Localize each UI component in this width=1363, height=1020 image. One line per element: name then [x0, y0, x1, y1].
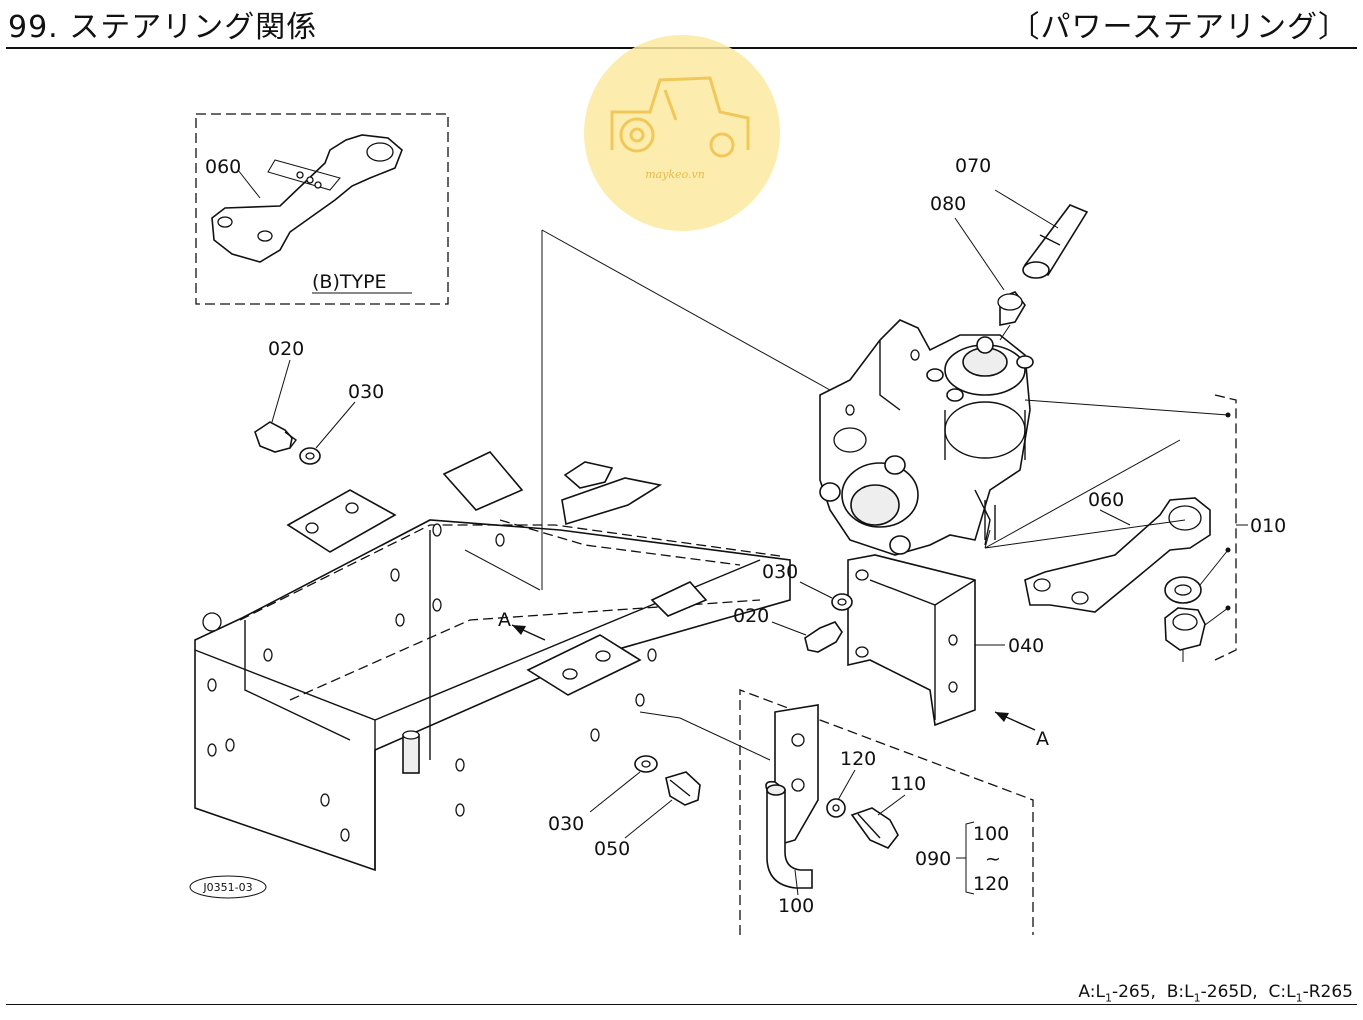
part-090-hook-assembly: 120 110 100 090 100 ~ 120	[739, 689, 1034, 935]
tractor-frame	[194, 451, 791, 872]
callout-050: 050	[594, 838, 630, 860]
page-subtitle: 〔パワーステアリング〕	[1009, 10, 1349, 45]
callout-060: 060	[1088, 489, 1124, 511]
callout-030-top: 030	[348, 381, 384, 403]
callout-100: 100	[778, 895, 814, 917]
model-b-sub: 1	[1193, 991, 1201, 1005]
callout-090-tilde: ~	[985, 848, 1001, 870]
part-020-030-top: 020 030	[254, 338, 384, 465]
callout-120: 120	[840, 748, 876, 770]
page-title: 99. ステアリング関係	[8, 10, 318, 45]
part-070-shaft: 070	[955, 155, 1089, 279]
arrow-label-right: A	[1036, 728, 1049, 750]
callout-030-bottom: 030	[548, 813, 584, 835]
callout-060-inset: 060	[205, 156, 241, 178]
power-steering-gearbox	[819, 319, 1034, 556]
model-a-sub: 1	[1104, 991, 1112, 1005]
callout-040: 040	[1008, 635, 1044, 657]
callout-020-top: 020	[268, 338, 304, 360]
model-c-label: C:L	[1268, 982, 1296, 1002]
model-a-label: A:L	[1078, 982, 1105, 1002]
drawing-code-badge: J0351-03	[189, 875, 267, 899]
part-040-bracket: 040	[847, 554, 1044, 727]
callout-030-mid: 030	[762, 561, 798, 583]
callout-010: 010	[1250, 515, 1286, 537]
tractor-icon	[610, 76, 750, 158]
arrow-label-left: A	[498, 609, 511, 631]
model-b-label: B:L	[1166, 982, 1194, 1002]
callout-090-to: 120	[973, 873, 1009, 895]
model-c-sub: 1	[1295, 991, 1303, 1005]
part-060-pitman-arm: 060	[1024, 489, 1211, 613]
drawing-code: J0351-03	[202, 881, 252, 894]
model-c-code: -R265	[1302, 982, 1353, 1002]
model-a-code: -265,	[1111, 982, 1156, 1002]
arrow-a-right: A	[994, 711, 1049, 750]
inset-type-label: (B)TYPE	[312, 271, 387, 293]
part-080-collar: 080	[930, 193, 1026, 341]
arrow-a-left: A	[498, 609, 546, 641]
watermark-text: maykeo.vn	[645, 168, 705, 181]
callout-090-from: 100	[973, 823, 1009, 845]
callout-070: 070	[955, 155, 991, 177]
watermark-logo: maykeo.vn	[584, 35, 780, 231]
inset-b-type: 060 (B)TYPE	[195, 113, 449, 305]
callout-110: 110	[890, 773, 926, 795]
footer-rule	[6, 1004, 1357, 1005]
callout-080: 080	[930, 193, 966, 215]
part-010-washer-nut: 010	[984, 394, 1286, 662]
callout-090: 090	[915, 848, 951, 870]
part-020-030-mid: 030 020	[733, 561, 853, 653]
model-legend: A:L1-265, B:L1-265D, C:L1-R265	[1078, 982, 1353, 1004]
model-b-code: -265D,	[1200, 982, 1258, 1002]
callout-020-mid: 020	[733, 605, 769, 627]
part-050-030-bottom: 030 050	[548, 755, 701, 860]
